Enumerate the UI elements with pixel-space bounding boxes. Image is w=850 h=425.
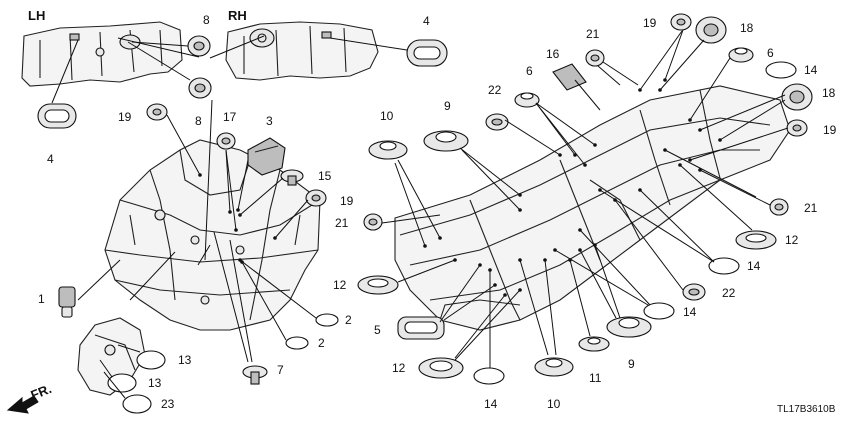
part-1-plug — [58, 286, 76, 318]
part-19-grommet-b — [305, 189, 327, 207]
callout-18: 18 — [822, 86, 836, 100]
callout-19: 19 — [118, 110, 132, 124]
part-8-grommet-b — [188, 77, 212, 99]
callout-19: 19 — [340, 194, 354, 208]
callout-11: 11 — [589, 371, 602, 385]
part-19-grommet-a — [146, 103, 168, 121]
callout-17: 17 — [223, 110, 237, 124]
callout-22: 22 — [488, 83, 502, 97]
part-18-grommet-b — [781, 83, 813, 111]
part-21-grommet-a — [363, 213, 383, 231]
part-14-seal-a — [765, 61, 797, 79]
part-4-oval-plug-lh — [37, 103, 77, 129]
part-13-seal-a — [136, 350, 166, 370]
callout-7: 7 — [277, 363, 284, 377]
part-8-grommet-a — [187, 35, 211, 57]
part-14-seal-d — [473, 367, 505, 385]
lh-label: LH — [28, 8, 45, 23]
callout-4: 4 — [423, 14, 430, 28]
callout-13: 13 — [178, 353, 192, 367]
leader-lines — [51, 29, 789, 399]
callout-4: 4 — [47, 152, 54, 166]
lh-dash-panel — [21, 21, 183, 87]
drawing-code: TL17B3610B — [777, 404, 836, 415]
part-10-grommet-a — [368, 140, 408, 160]
callout-16: 16 — [546, 47, 560, 61]
front-direction-arrow-icon — [6, 395, 39, 414]
fr-label: FR. — [29, 381, 54, 403]
rh-dash-panel — [225, 21, 379, 81]
callout-23: 23 — [161, 397, 175, 411]
callout-21: 21 — [586, 27, 600, 41]
part-6-grommet-a — [514, 92, 540, 108]
part-3-bracket — [247, 137, 286, 176]
part-2-seal-b — [285, 336, 309, 350]
part-21-grommet-c — [769, 198, 789, 216]
part-16-pad — [552, 63, 587, 91]
callout-14: 14 — [747, 259, 761, 273]
part-7-push-pin — [242, 365, 268, 385]
callout-14: 14 — [484, 397, 498, 411]
callout-6: 6 — [526, 64, 533, 78]
callout-22: 22 — [722, 286, 736, 300]
callout-1: 1 — [38, 292, 45, 306]
part-5-oval-plug — [397, 316, 445, 340]
callout-14: 14 — [804, 63, 818, 77]
callout-6: 6 — [767, 46, 774, 60]
callout-9: 9 — [628, 357, 635, 371]
callout-10: 10 — [547, 397, 561, 411]
floor-pan — [394, 85, 791, 331]
part-12-ring-c — [735, 230, 777, 250]
callout-12: 12 — [392, 361, 406, 375]
leader-dots — [198, 78, 722, 297]
part-19-grommet-d — [786, 119, 808, 137]
part-19-grommet-c — [670, 13, 692, 31]
part-12-ring-b — [418, 357, 464, 379]
rh-label: RH — [228, 8, 247, 23]
callout-19: 19 — [823, 123, 837, 137]
callout-2: 2 — [345, 313, 352, 327]
callout-8: 8 — [195, 114, 202, 128]
callout-18: 18 — [740, 21, 754, 35]
part-22-grommet-b — [682, 283, 706, 301]
callout-13: 13 — [148, 376, 162, 390]
part-14-seal-c — [643, 302, 675, 320]
part-6-grommet-b — [728, 47, 754, 63]
callout-19: 19 — [643, 16, 657, 30]
callout-8: 8 — [203, 13, 210, 27]
part-23-seal — [122, 394, 152, 414]
part-9-grommet-a — [423, 130, 469, 152]
part-18-grommet-a — [695, 16, 727, 44]
part-15-plug — [280, 169, 304, 186]
callout-21: 21 — [335, 216, 349, 230]
part-9-grommet-b — [606, 316, 652, 338]
callout-12: 12 — [785, 233, 799, 247]
callout-21: 21 — [804, 201, 818, 215]
part-14-seal-b — [708, 257, 740, 275]
callout-5: 5 — [374, 323, 381, 337]
part-22-grommet-a — [485, 113, 509, 131]
callout-3: 3 — [266, 114, 273, 128]
part-21-grommet-b — [585, 49, 605, 67]
part-10-grommet-b — [534, 357, 574, 377]
part-12-ring-a — [357, 275, 399, 295]
callout-12: 12 — [333, 278, 347, 292]
callout-14: 14 — [683, 305, 697, 319]
callout-15: 15 — [318, 169, 332, 183]
part-17-grommet — [216, 132, 236, 150]
callout-2: 2 — [318, 336, 325, 350]
callout-numbers: 1 2 2 3 4 4 5 6 6 7 8 8 9 9 10 10 11 12 … — [38, 13, 837, 411]
part-4-oval-plug-rh — [406, 39, 448, 67]
callout-10: 10 — [380, 109, 394, 123]
engine-bay-structure — [104, 139, 321, 331]
part-2-seal-a — [315, 313, 339, 327]
part-13-seal-b — [107, 373, 137, 393]
part-11-grommet — [578, 336, 610, 352]
callout-9: 9 — [444, 99, 451, 113]
